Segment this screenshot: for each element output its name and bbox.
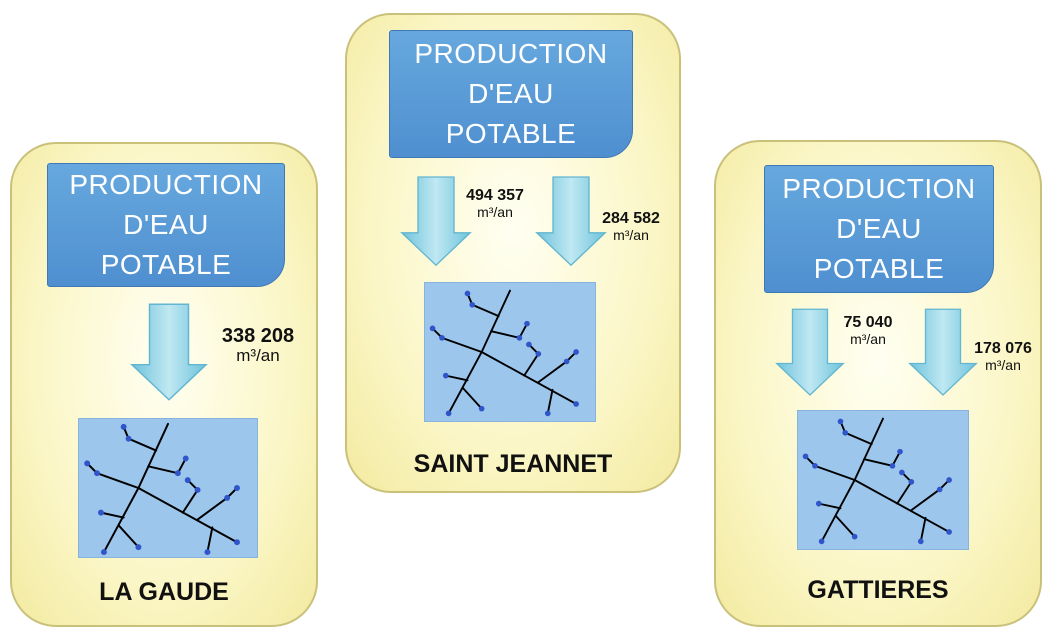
- flow-arrow-la-gaude: [130, 303, 208, 401]
- network-box-la-gaude: [78, 418, 258, 558]
- commune-name-saint-jeannet: SAINT JEANNET: [413, 450, 613, 478]
- production-label: PRODUCTION D'EAU POTABLE: [782, 173, 976, 284]
- volume-unit: m³/an: [236, 346, 280, 365]
- volume-unit: m³/an: [613, 226, 649, 243]
- commune-name-gattieres: GATTIERES: [807, 576, 949, 604]
- production-box-gattieres: PRODUCTION D'EAU POTABLE: [764, 165, 994, 293]
- production-label: PRODUCTION D'EAU POTABLE: [414, 38, 608, 149]
- network-box-gattieres: [797, 410, 969, 550]
- volume-value: 75 040: [843, 314, 893, 331]
- volume-la-gaude: 338 208 m³/an: [208, 325, 308, 366]
- network-diagram-icon: [83, 422, 241, 557]
- volume-value: 338 208: [221, 325, 295, 347]
- network-diagram-icon: [801, 417, 953, 546]
- volume-value: 494 357: [466, 187, 524, 204]
- production-box-saint-jeannet: PRODUCTION D'EAU POTABLE: [389, 30, 633, 158]
- volume-unit: m³/an: [985, 356, 1021, 373]
- commune-name-la-gaude: LA GAUDE: [99, 578, 229, 606]
- production-label: PRODUCTION D'EAU POTABLE: [69, 169, 263, 280]
- volume-saint-jeannet-1: 494 357 m³/an: [455, 187, 535, 220]
- volume-saint-jeannet-2: 284 582 m³/an: [594, 210, 668, 243]
- volume-value: 178 076: [974, 340, 1032, 357]
- network-diagram-icon: [428, 289, 580, 418]
- volume-value: 284 582: [602, 210, 660, 227]
- volume-unit: m³/an: [477, 203, 513, 220]
- volume-gattieres-1: 75 040 m³/an: [828, 314, 908, 347]
- production-box-la-gaude: PRODUCTION D'EAU POTABLE: [47, 163, 285, 287]
- volume-unit: m³/an: [850, 330, 886, 347]
- flow-arrow-saint-jeannet-1: [400, 176, 472, 267]
- flow-arrow-gattieres-1: [775, 308, 845, 396]
- network-box-saint-jeannet: [424, 282, 596, 422]
- volume-gattieres-2: 178 076 m³/an: [964, 340, 1042, 373]
